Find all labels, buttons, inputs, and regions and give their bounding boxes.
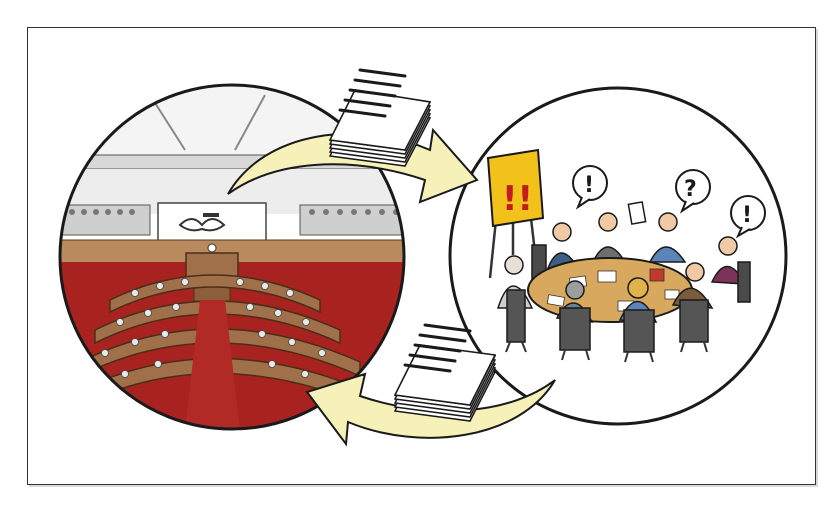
speech-bubble-3: ! — [730, 195, 766, 239]
document-stack-top-icon — [328, 68, 432, 167]
svg-text:?: ? — [684, 177, 697, 202]
document-stack-bottom-icon — [393, 323, 497, 422]
emblem-icon — [178, 218, 226, 232]
svg-text:!: ! — [584, 173, 594, 198]
speech-bubble-2: ? — [675, 169, 711, 214]
flipchart-mark: !! — [502, 179, 533, 219]
meeting-scene: !! ! ? ! — [448, 86, 788, 426]
arrow-to-parliament-icon — [305, 372, 556, 447]
speech-bubble-1: ! — [572, 165, 608, 210]
svg-text:!: ! — [742, 203, 752, 228]
flipchart: !! — [486, 148, 545, 279]
